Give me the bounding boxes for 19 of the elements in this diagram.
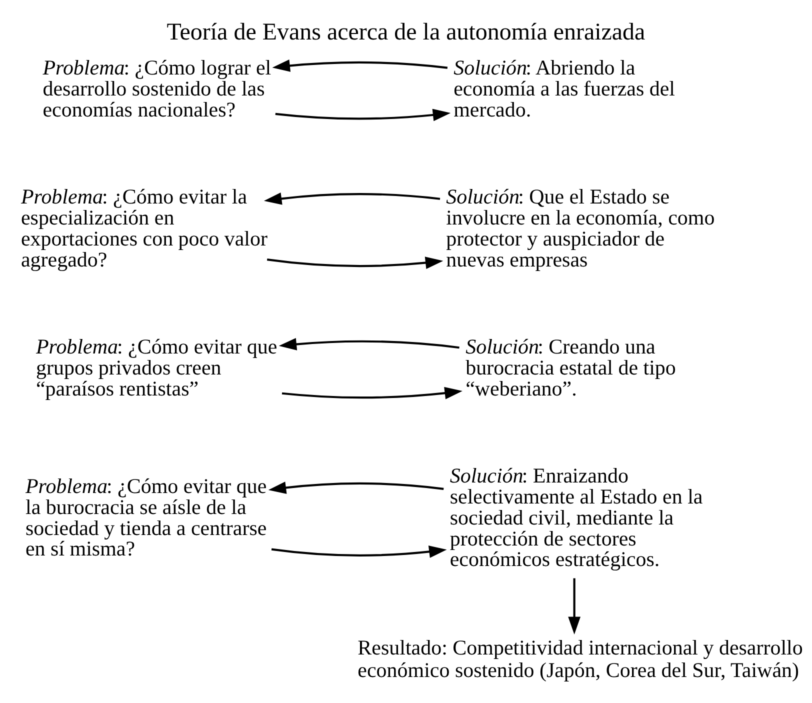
diagram-title: Teoría de Evans acerca de la autonomía enraizada xyxy=(166,19,646,46)
arrow xyxy=(272,60,448,72)
arrow xyxy=(278,338,460,350)
arrow xyxy=(282,386,462,400)
arrow xyxy=(264,192,440,205)
arrow xyxy=(266,256,444,269)
node-text: Solución: Abriendo la economía a las fuerzas del mercado. xyxy=(454,55,676,122)
node-text: Problema: ¿Cómo lograr el desarrollo sostenido de las economías nacionales? xyxy=(42,55,272,122)
arrow xyxy=(268,482,444,494)
node-text: Resultado: Competitividad internacional y desarrollo económico sostenido (Japón, Corea del Sur, Taiwán) xyxy=(358,636,803,682)
arrow xyxy=(568,578,581,634)
node-text: Solución: Que el Estado se involucre en la economía, como protector y auspiciador de nuevas empresas xyxy=(446,184,715,272)
node-text: Solución: Enraizando selectivamente al Estado en la sociedad civil, mediante la protección de sectores económicos estratégicos. xyxy=(450,463,703,572)
arrow xyxy=(271,546,447,558)
arrow xyxy=(275,108,451,122)
node-text: Problema: ¿Cómo evitar la especialización en exportaciones con poco valor agregado? xyxy=(20,184,268,272)
node-text: Solución: Creando una burocracia estatal de tipo “weberiano”. xyxy=(466,334,676,400)
node-text: Problema: ¿Cómo evitar que la burocracia se aísle de la sociedad y tienda a centrarse en sí misma? xyxy=(25,474,267,561)
node-text: Problema: ¿Cómo evitar que grupos privados creen “paraísos rentistas” xyxy=(36,334,278,400)
